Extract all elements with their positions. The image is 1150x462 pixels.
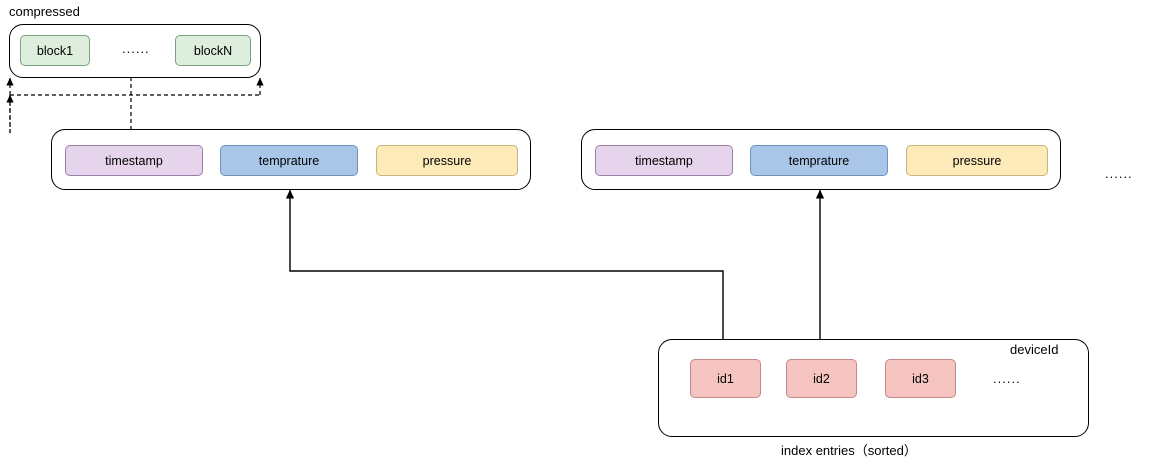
index-id-chip-3: id3 (885, 359, 956, 398)
compressed-box: block1 ...... blockN (9, 24, 261, 78)
chunk-2-column-temprature-label: temprature (788, 153, 850, 168)
block-chip-n: blockN (175, 35, 251, 66)
index-id-chip-2: id2 (786, 359, 857, 398)
block-chip-n-label: blockN (193, 43, 233, 58)
index-id-chip-1-label: id1 (717, 371, 734, 386)
chunk-2-column-timestamp: timestamp (595, 145, 733, 176)
chunk-1-column-temprature: temprature (220, 145, 358, 176)
compressed-label: compressed (9, 4, 80, 19)
block-chip-1-label: block1 (36, 43, 74, 58)
chunk-1-column-timestamp-label: timestamp (105, 153, 163, 168)
chunk-2-column-temprature: temprature (750, 145, 888, 176)
chunk-box-1: timestamp temprature pressure (51, 129, 531, 190)
chunk-1-column-timestamp: timestamp (65, 145, 203, 176)
index-ids-ellipsis: ...... (993, 371, 1021, 386)
index-id-chip-2-label: id2 (813, 371, 830, 386)
chunk-1-column-temprature-label: temprature (258, 153, 320, 168)
index-id-chip-1: id1 (690, 359, 761, 398)
chunks-trailing-ellipsis: ...... (1105, 166, 1133, 181)
block-chip-1: block1 (20, 35, 90, 66)
chunk-2-column-timestamp-label: timestamp (635, 153, 693, 168)
index-entries-caption: index entries（sorted） (781, 443, 917, 458)
chunk-box-2: timestamp temprature pressure (581, 129, 1061, 190)
index-id-chip-3-label: id3 (912, 371, 929, 386)
compressed-ellipsis: ...... (122, 41, 150, 56)
chunk-2-column-pressure: pressure (906, 145, 1048, 176)
chunk-2-column-pressure-label: pressure (952, 153, 1002, 168)
chunk-1-column-pressure: pressure (376, 145, 518, 176)
chunk-1-column-pressure-label: pressure (422, 153, 472, 168)
device-id-label: deviceId (1010, 342, 1059, 357)
index-entries-box: id1 id2 id3 ...... (658, 339, 1089, 437)
